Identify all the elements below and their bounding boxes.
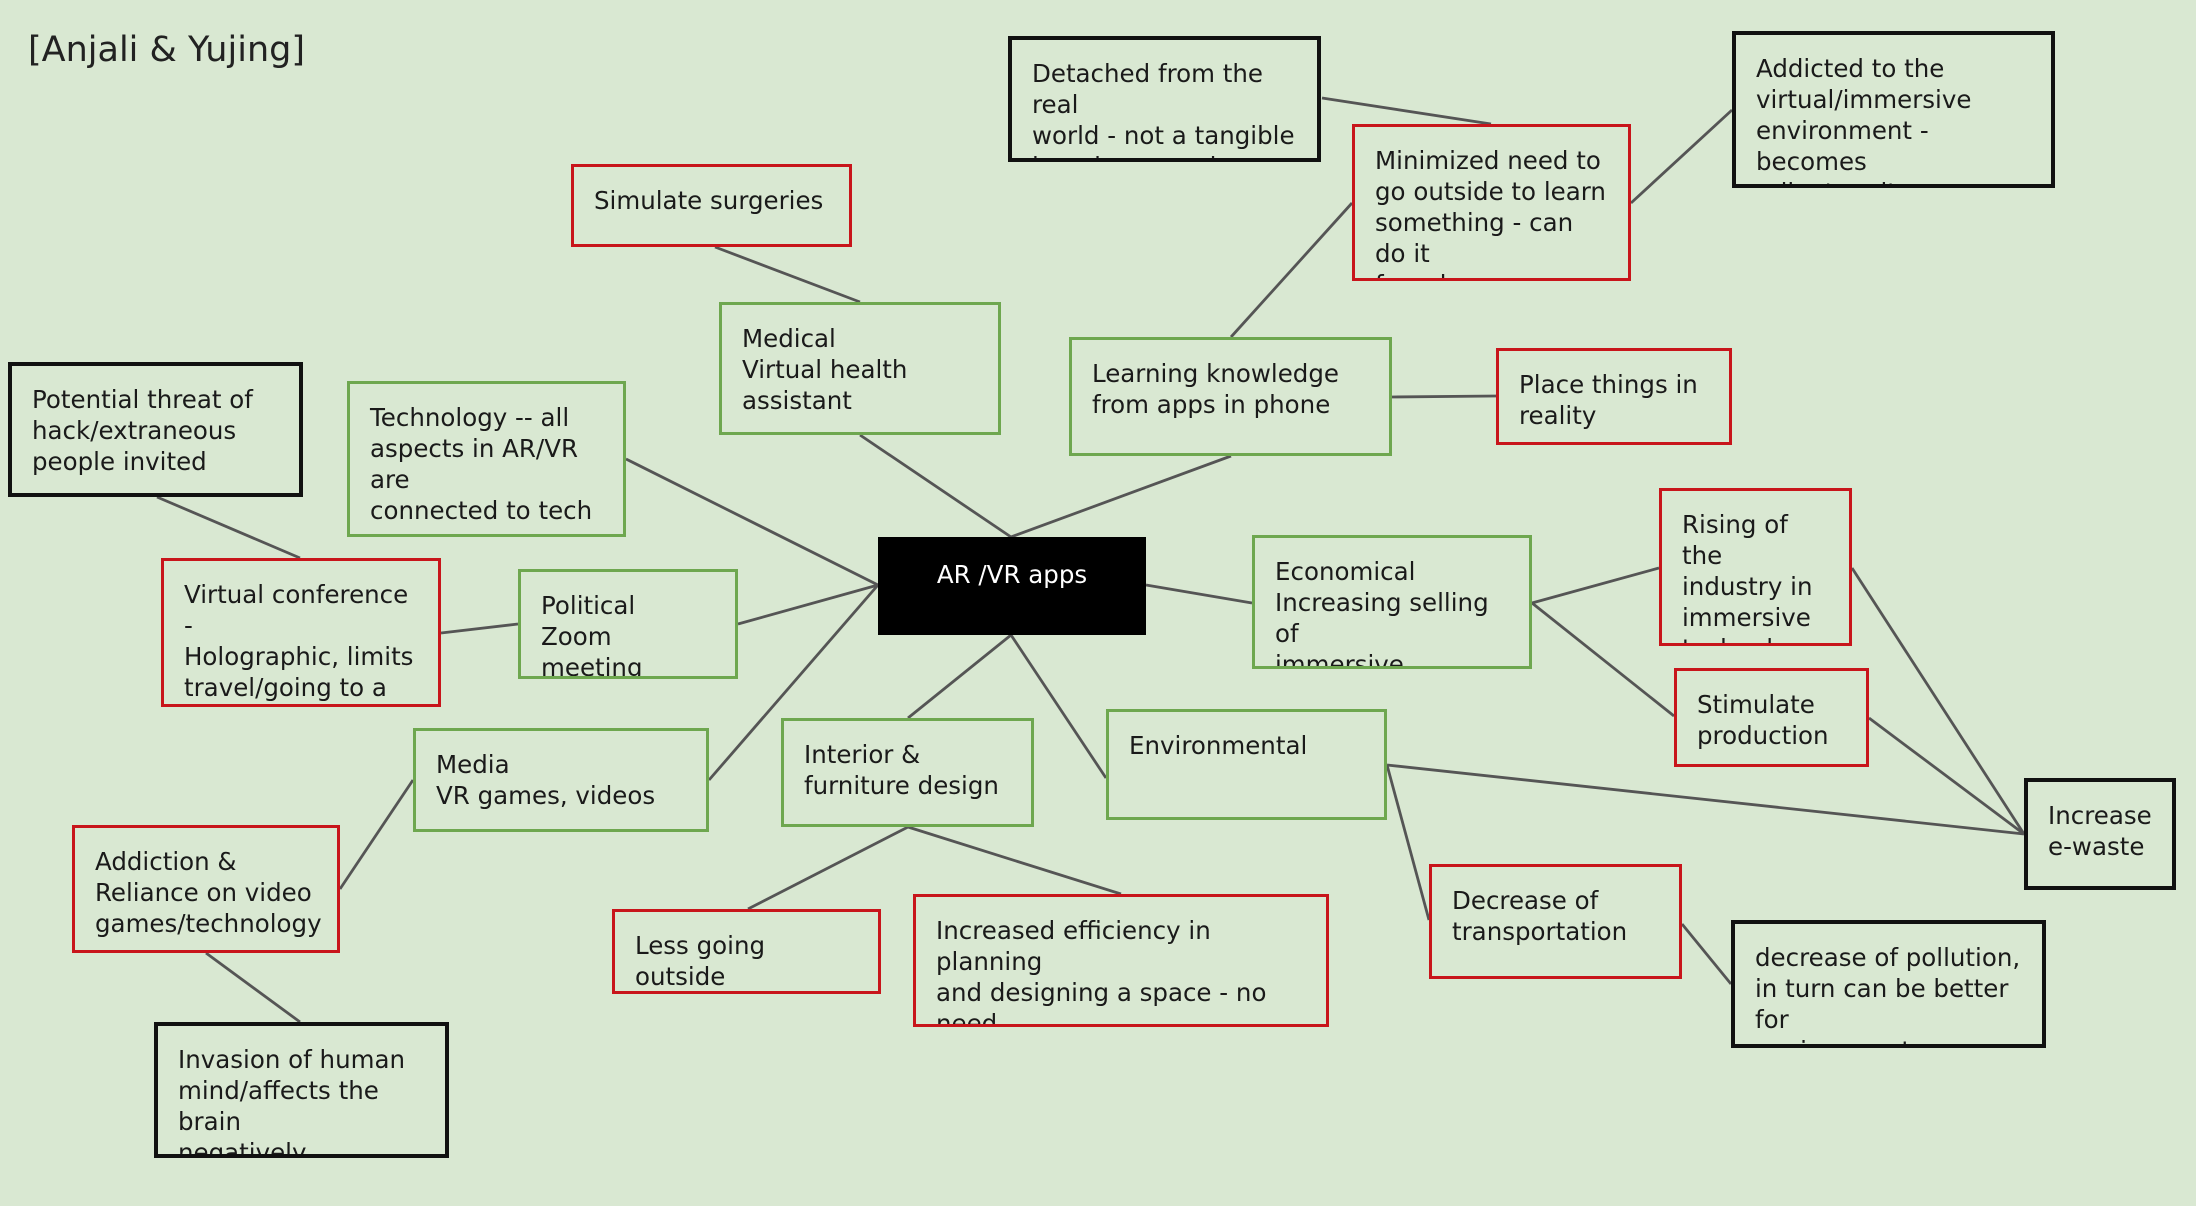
node-addicted-virtual[interactable]: Addicted to the virtual/immersive enviro… bbox=[1732, 31, 2055, 188]
edge-center-media bbox=[707, 584, 880, 781]
board-title: [Anjali & Yujing] bbox=[28, 30, 305, 70]
edge-minimized-addicted bbox=[1630, 108, 1733, 205]
edge-economical-stimulate bbox=[1531, 601, 1675, 718]
edge-economical-rising bbox=[1531, 566, 1660, 605]
node-political[interactable]: Political Zoom meeting bbox=[518, 569, 738, 679]
node-place-things[interactable]: Place things in reality bbox=[1496, 348, 1732, 445]
edge-center-technology bbox=[625, 457, 879, 587]
node-decrease-pollution[interactable]: decrease of pollution, in turn can be be… bbox=[1731, 920, 2046, 1048]
edge-transport-pollution bbox=[1680, 923, 1733, 985]
node-invasion[interactable]: Invasion of human mind/affects the brain… bbox=[154, 1022, 449, 1158]
edge-learning-minimized bbox=[1229, 202, 1354, 338]
edge-center-interior bbox=[907, 633, 1012, 720]
node-learning-knowledge[interactable]: Learning knowledge from apps in phone bbox=[1069, 337, 1392, 456]
node-virtual-conference[interactable]: Virtual conference - Holographic, limits… bbox=[161, 558, 441, 707]
edge-center-medical bbox=[859, 433, 1012, 539]
node-media[interactable]: Media VR games, videos bbox=[413, 728, 709, 832]
edge-threat-virtualconf bbox=[156, 495, 301, 560]
edge-env-transport bbox=[1385, 764, 1431, 921]
edge-stimulate-ewaste bbox=[1868, 716, 2025, 836]
node-minimized-need[interactable]: Minimized need to go outside to learn so… bbox=[1352, 124, 1631, 281]
central-node-ar-vr-apps[interactable]: AR /VR apps bbox=[878, 537, 1146, 635]
node-environmental[interactable]: Environmental bbox=[1106, 709, 1387, 820]
node-stimulate-production[interactable]: Stimulate production bbox=[1674, 668, 1869, 767]
node-addiction[interactable]: Addiction & Reliance on video games/tech… bbox=[72, 825, 340, 953]
node-interior-design[interactable]: Interior & furniture design bbox=[781, 718, 1034, 827]
edge-addiction-invasion bbox=[205, 951, 301, 1024]
node-simulate-surgeries[interactable]: Simulate surgeries bbox=[571, 164, 852, 247]
node-rising-industry[interactable]: Rising of the industry in immersive tech… bbox=[1659, 488, 1852, 646]
node-increase-ewaste[interactable]: Increase e-waste bbox=[2024, 778, 2176, 890]
node-medical[interactable]: Medical Virtual health assistant bbox=[719, 302, 1001, 435]
edge-center-economical bbox=[1145, 583, 1253, 605]
node-economical[interactable]: Economical Increasing selling of immersi… bbox=[1252, 535, 1532, 669]
edge-minimized-detached bbox=[1321, 96, 1492, 126]
node-decrease-transportation[interactable]: Decrease of transportation bbox=[1429, 864, 1682, 979]
edge-media-addiction bbox=[338, 779, 415, 890]
edge-political-virtualconf bbox=[440, 622, 519, 635]
edge-center-learning bbox=[1010, 454, 1232, 539]
edge-env-ewaste bbox=[1386, 763, 2025, 836]
edge-interior-less bbox=[747, 825, 909, 911]
edge-learning-place bbox=[1391, 394, 1497, 399]
edge-center-political bbox=[737, 583, 879, 626]
edge-medical-simulate bbox=[714, 245, 861, 304]
node-potential-threat[interactable]: Potential threat of hack/extraneous peop… bbox=[8, 362, 303, 497]
node-detached[interactable]: Detached from the real world - not a tan… bbox=[1008, 36, 1321, 162]
node-increased-efficiency[interactable]: Increased efficiency in planning and des… bbox=[913, 894, 1329, 1027]
node-less-going-outside[interactable]: Less going outside bbox=[612, 909, 881, 994]
node-technology[interactable]: Technology -- all aspects in AR/VR are c… bbox=[347, 381, 626, 537]
edge-center-environmental bbox=[1009, 634, 1108, 779]
edge-interior-efficiency bbox=[907, 825, 1122, 896]
edge-rising-ewaste bbox=[1850, 567, 2026, 835]
